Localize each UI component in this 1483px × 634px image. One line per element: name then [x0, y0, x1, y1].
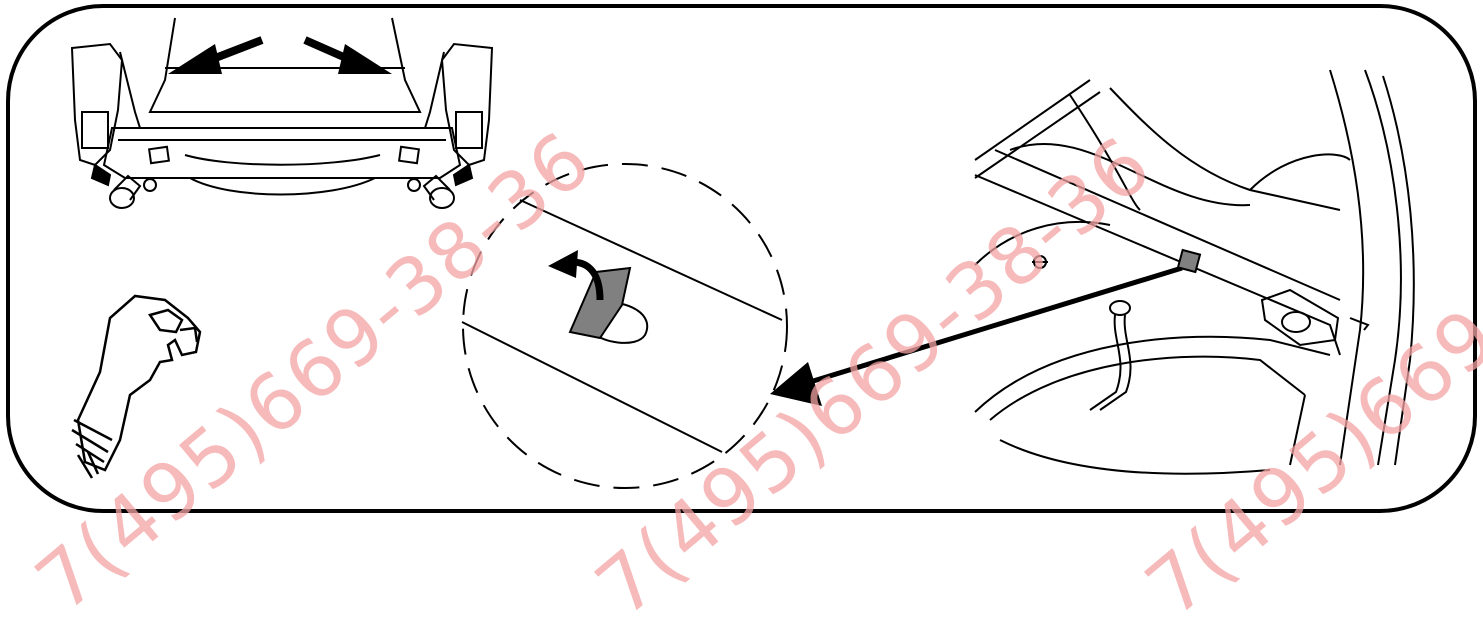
exhaust-right — [408, 176, 454, 208]
glove-hand-icon — [72, 296, 200, 478]
car-rear-view — [72, 18, 492, 208]
clip-detail-zoom — [462, 164, 787, 488]
figure-frame — [8, 6, 1475, 511]
exhaust-left — [110, 176, 156, 208]
leader-arrow — [770, 268, 1182, 406]
leader-arrowhead-icon — [770, 362, 822, 406]
instruction-figure — [0, 0, 1483, 519]
trunk-clip-location — [1178, 250, 1200, 272]
arrow-left-icon — [168, 44, 222, 74]
arrow-right-icon — [338, 44, 392, 74]
